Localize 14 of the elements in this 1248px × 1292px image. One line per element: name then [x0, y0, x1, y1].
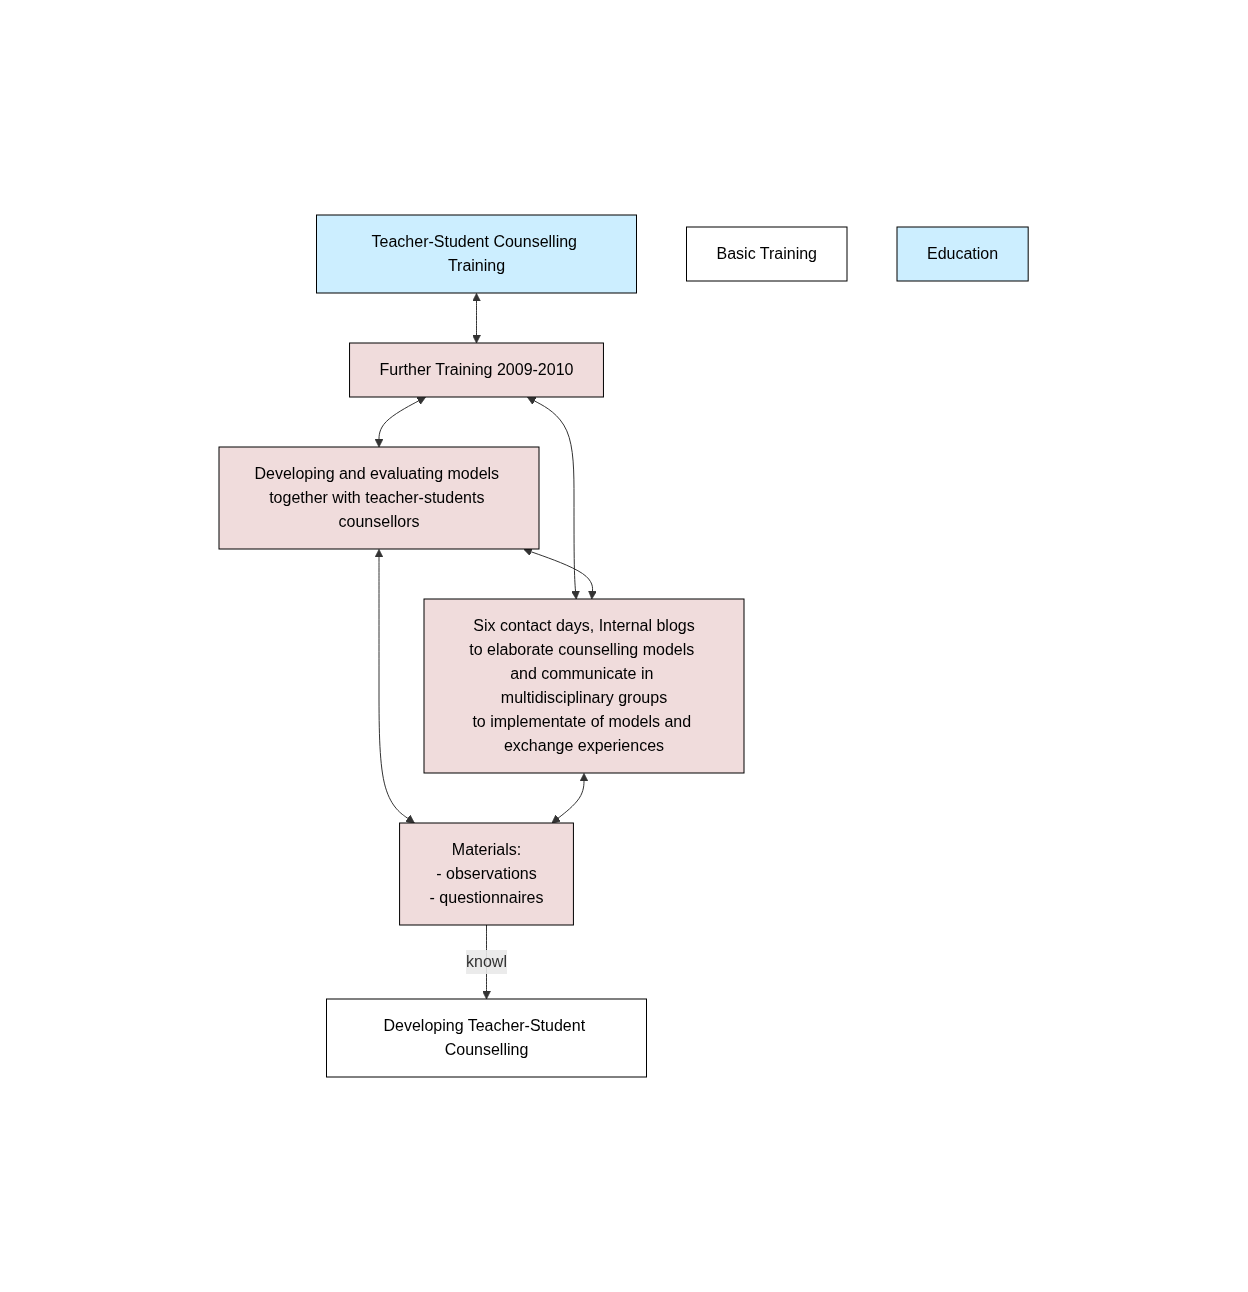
arrow: [375, 396, 427, 448]
node-box: Developing Teacher-Student Counselling: [326, 998, 648, 1078]
node-box: Materials: - observations - questionnaires: [399, 822, 575, 926]
node-box: Further Training 2009-2010: [349, 342, 605, 398]
arrow: [375, 549, 416, 824]
node-box: Six contact days, Internal blogs to elaborate counselling models and communicate in multidisciplinary groups to implementate of models and exchange experiences: [423, 598, 745, 774]
node-box: Education: [896, 226, 1030, 282]
arrow: [472, 293, 482, 344]
node-box: Basic Training: [686, 226, 848, 282]
node-box: Teacher-Student Counselling Training: [316, 214, 638, 294]
arrow: [551, 773, 589, 824]
arrow: [527, 396, 581, 600]
edge-label: knowl: [466, 953, 508, 970]
node-box: Developing and evaluating models together with teacher-students counsellors: [218, 446, 540, 550]
